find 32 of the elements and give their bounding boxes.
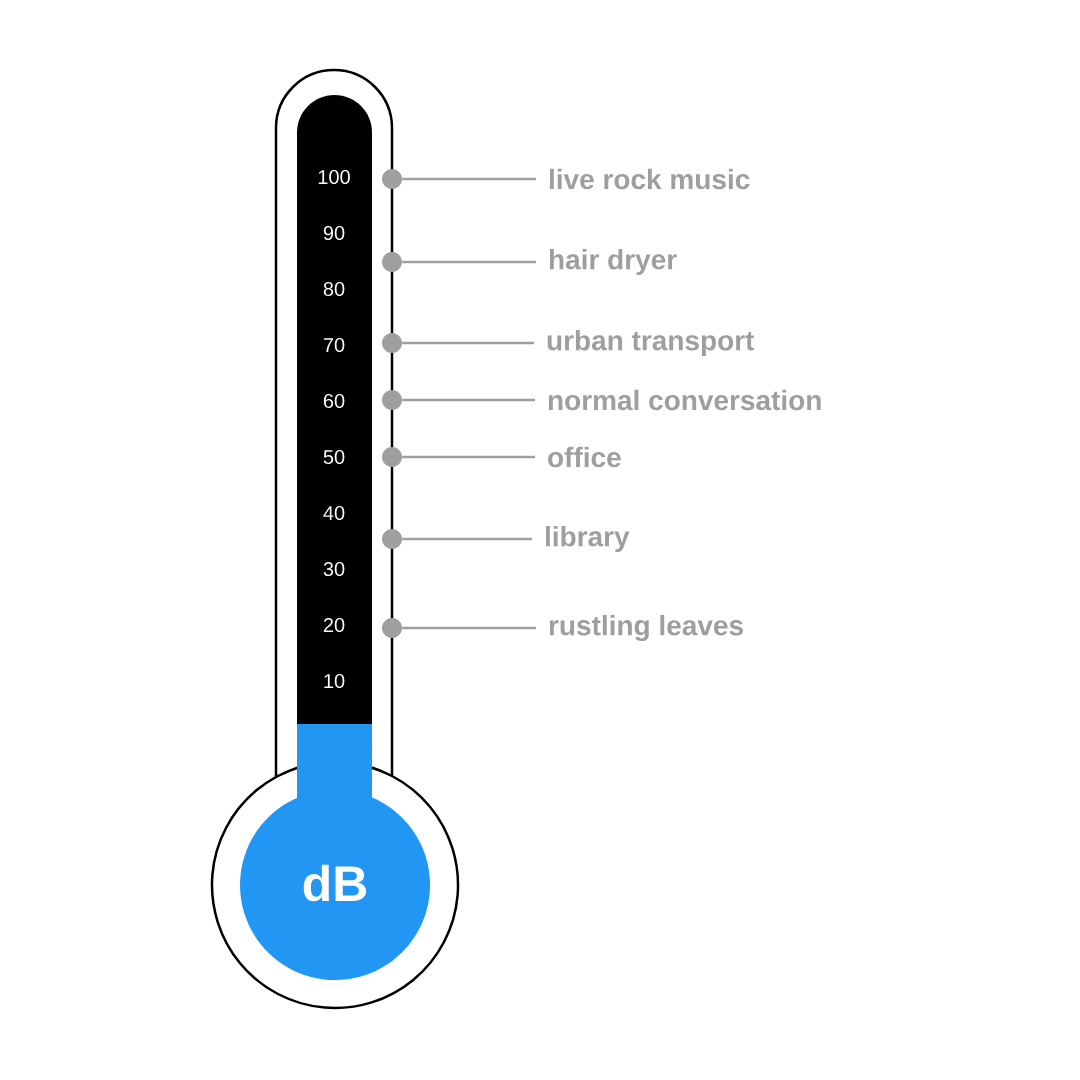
scale-number: 30 [323,561,345,577]
callout-label: urban transport [547,329,755,357]
leader-line [402,455,535,459]
callout-label: office [548,446,621,468]
leader-line [402,260,536,264]
dot-marker [382,169,402,189]
dot-marker [382,447,402,467]
bulb-label: dB [303,864,367,902]
scale-number: 80 [323,281,345,297]
scale-number: 20 [323,617,345,633]
scale-number: 100 [318,169,350,185]
leader-line [402,398,535,402]
dot-marker [382,529,402,549]
leader-line [402,626,536,630]
scale-number: 90 [323,225,345,241]
callout-label: hair dryer [549,248,677,276]
leader-line [402,537,532,541]
leader-line [402,177,536,181]
scale-number: 50 [323,449,345,465]
dot-marker [382,618,402,638]
dot-marker [382,333,402,353]
scale-number: 60 [323,393,345,409]
scale-number: 40 [323,505,345,521]
callout-label: live rock music [549,168,750,190]
dot-marker [382,252,402,272]
scale-number: 10 [324,673,345,689]
leader-line [402,341,534,345]
scale-number: 70 [323,337,345,353]
dot-marker [382,390,402,410]
callout-label: rustling leaves [549,614,743,642]
callout-label: library [545,525,630,553]
callout-label: normal conversation [548,389,821,411]
